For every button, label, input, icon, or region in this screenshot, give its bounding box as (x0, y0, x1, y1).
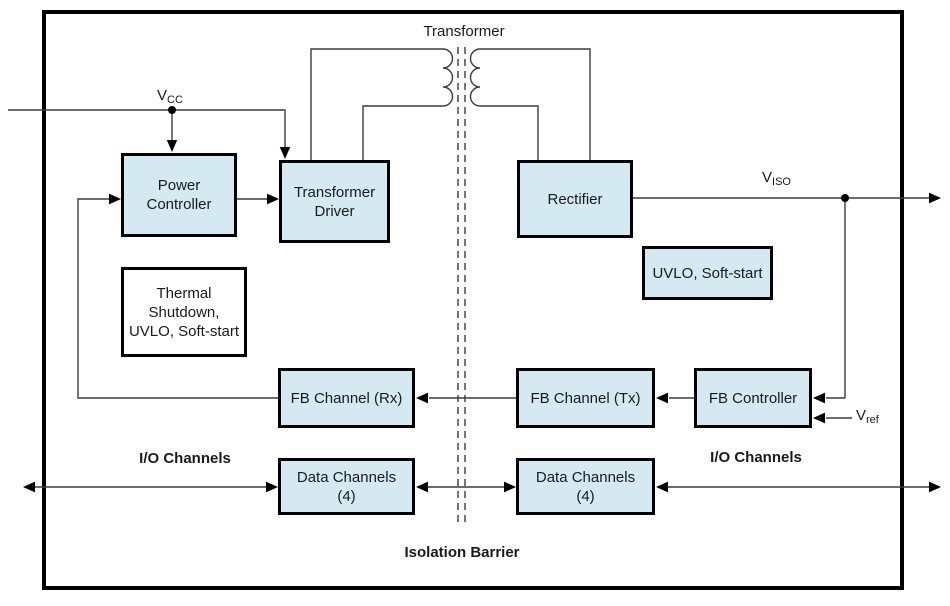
label-io-channels-right: I/O Channels (710, 449, 802, 466)
block-transformer-driver: Transformer Driver (279, 160, 390, 243)
outer-border (42, 10, 904, 590)
label-vref: Vref (856, 407, 879, 426)
label-vcc: VCC (157, 87, 183, 106)
block-fb-channel-rx: FB Channel (Rx) (278, 368, 415, 428)
label-viso: VISO (762, 169, 791, 188)
isolation-barrier-lines (457, 47, 466, 527)
block-power-controller: Power Controller (121, 153, 237, 237)
block-fb-channel-tx: FB Channel (Tx) (516, 368, 655, 428)
transformer-secondary-wires (480, 48, 591, 160)
transformer-primary-wires (310, 48, 443, 160)
viso-net (633, 197, 929, 399)
label-io-channels-left: I/O Channels (139, 450, 231, 467)
block-data-channels-right: Data Channels (4) (516, 458, 655, 515)
arrowheads (23, 140, 941, 493)
block-data-channels-left: Data Channels (4) (278, 458, 415, 515)
block-uvlo-soft-start: UVLO, Soft-start (642, 246, 773, 300)
block-thermal-shutdown: Thermal Shutdown, UVLO, Soft-start (121, 267, 247, 357)
vcc-net (8, 109, 286, 148)
feedback-return-wire (77, 198, 278, 399)
block-fb-controller: FB Controller (694, 368, 812, 428)
label-transformer: Transformer (423, 23, 505, 40)
block-rectifier: Rectifier (517, 160, 633, 238)
transformer-coil-icon (442, 48, 481, 107)
junction-dots (168, 106, 849, 202)
label-isolation-barrier: Isolation Barrier (404, 544, 520, 561)
